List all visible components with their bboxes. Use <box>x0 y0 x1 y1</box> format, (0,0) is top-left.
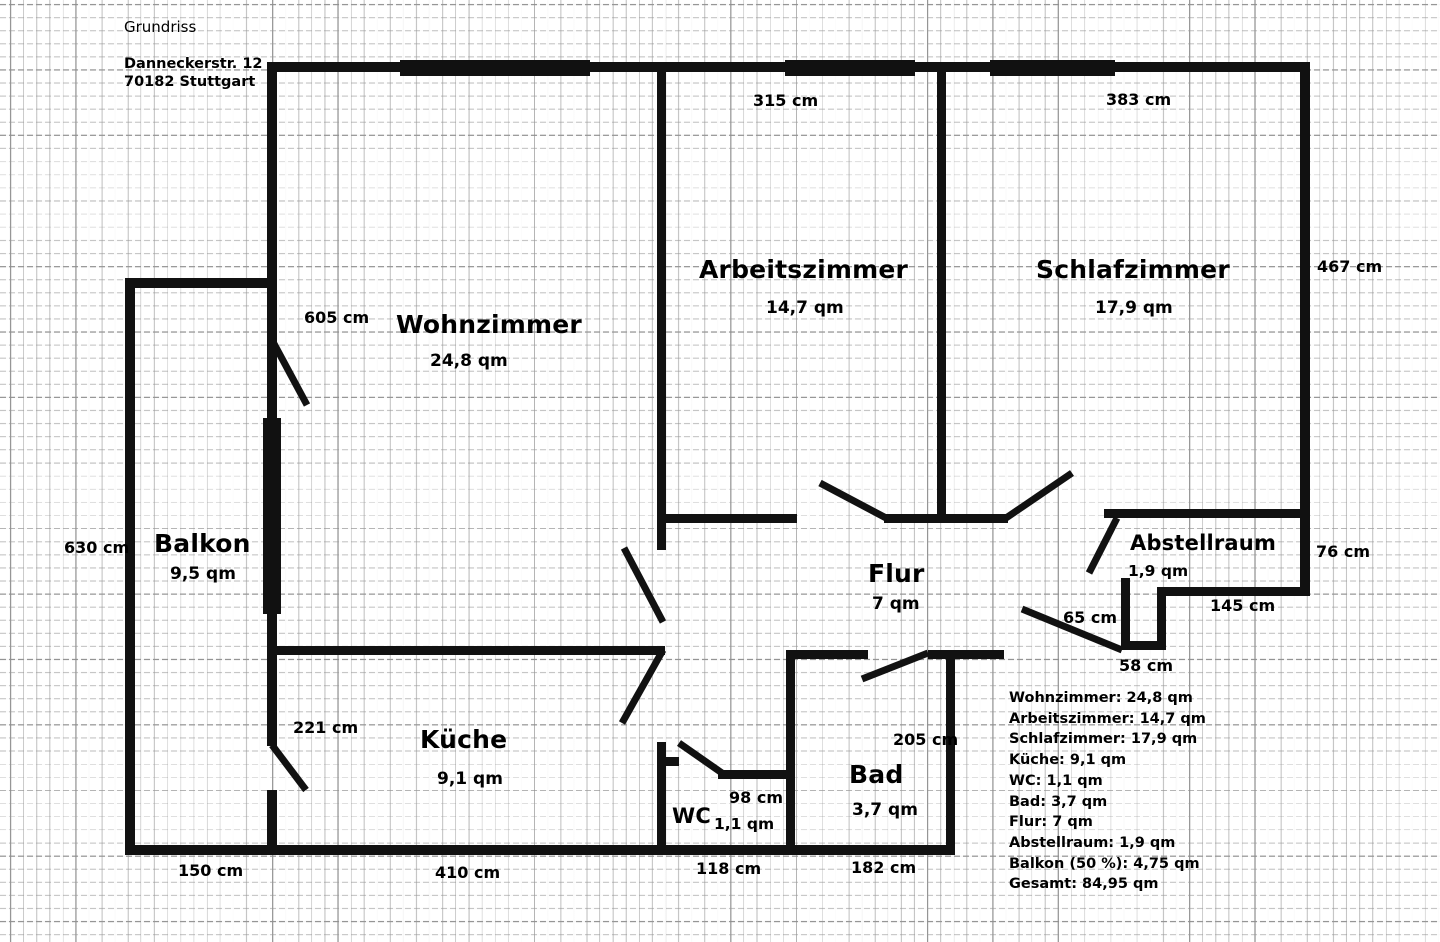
wall-kueche-left <box>267 646 277 746</box>
door-balkon <box>269 742 309 793</box>
legend-item: Arbeitszimmer: 14,7 qm <box>1009 710 1206 727</box>
legend-item: Gesamt: 84,95 qm <box>1009 876 1159 893</box>
room-label-flur: Flur <box>868 559 925 588</box>
dim-left-height: 630 cm <box>64 538 130 557</box>
legend-item: Küche: 9,1 qm <box>1009 752 1127 769</box>
dim-bottom-410: 410 cm <box>435 863 501 882</box>
wall-abstellraum-inner-vert2 <box>1157 587 1166 650</box>
door-wc <box>676 740 725 776</box>
room-area-arbeitszimmer: 14,7 qm <box>766 298 844 318</box>
room-label-schlafzimmer: Schlafzimmer <box>1036 255 1230 284</box>
room-area-kueche: 9,1 qm <box>437 769 503 789</box>
room-area-schlafzimmer: 17,9 qm <box>1095 298 1173 318</box>
wall-abstellraum-bottom <box>1166 587 1310 596</box>
windows-group <box>400 60 1115 76</box>
wall-arbeitszimmer-bottom-left <box>657 514 797 523</box>
dim-abstellraum-right: 76 cm <box>1316 542 1370 561</box>
area-summary-legend: Wohnzimmer: 24,8 qm Arbeitszimmer: 14,7 … <box>1009 688 1206 895</box>
legend-item: Bad: 3,7 qm <box>1009 793 1108 810</box>
door-kueche-upper <box>620 546 667 624</box>
dim-abstellraum-145: 145 cm <box>1210 596 1276 615</box>
wall-flur-bottom-left <box>786 650 868 659</box>
window-wohnzimmer <box>400 60 590 76</box>
wall-bottom-main <box>125 845 955 855</box>
window-schlafzimmer <box>990 60 1115 76</box>
door-wohnzimmer-entry <box>268 338 311 407</box>
wall-bad-right <box>946 650 955 845</box>
wall-bad-left <box>786 650 795 845</box>
room-label-balkon: Balkon <box>154 529 251 558</box>
wall-balkon-top <box>125 278 277 288</box>
dim-right-height: 467 cm <box>1317 257 1383 276</box>
dim-bottom-182: 182 cm <box>851 858 917 877</box>
room-label-wohnzimmer: Wohnzimmer <box>396 310 582 339</box>
wall-abstellraum-bottom-stub <box>1121 641 1166 650</box>
doors-group <box>268 338 1124 793</box>
room-area-flur: 7 qm <box>872 594 920 614</box>
dim-top-arbeitszimmer: 315 cm <box>753 91 819 110</box>
room-label-abstellraum: Abstellraum <box>1130 531 1277 555</box>
wall-abstellraum-inner-vert <box>1121 578 1130 650</box>
room-area-abstellraum: 1,9 qm <box>1128 562 1189 580</box>
room-area-bad: 3,7 qm <box>852 800 918 820</box>
wall-kueche-left-lower <box>267 790 277 845</box>
wall-flur-bottom-right <box>928 650 1004 659</box>
door-abstellraum <box>1085 516 1121 575</box>
legend-item: Flur: 7 qm <box>1009 814 1093 831</box>
dim-wohnzimmer-width: 605 cm <box>304 308 370 327</box>
door-flur-abstell <box>1020 605 1124 654</box>
room-area-wohnzimmer: 24,8 qm <box>430 351 508 371</box>
door-kueche-lower <box>618 648 667 725</box>
room-label-wc: WC <box>672 804 711 828</box>
wall-right-abstellraum <box>1300 514 1310 596</box>
wall-abstellraum-top <box>1104 509 1310 518</box>
wall-wc-left <box>657 742 666 845</box>
address-line-2: 70182 Stuttgart <box>124 74 256 90</box>
dim-wc-98: 98 cm <box>729 788 783 807</box>
page-title: Grundriss <box>124 18 197 36</box>
door-bad <box>860 649 930 683</box>
legend-item: Schlafzimmer: 17,9 qm <box>1009 731 1198 748</box>
wall-schlafzimmer-left <box>937 62 946 523</box>
window-arbeitszimmer <box>785 60 915 76</box>
wall-balkon-left <box>125 278 135 845</box>
wall-kueche-top <box>267 646 665 655</box>
wall-balkon-right-lower <box>267 614 277 646</box>
room-area-wc: 1,1 qm <box>714 815 775 833</box>
legend-item: Balkon (50 %): 4,75 qm <box>1009 855 1200 872</box>
wall-wc-left-stub <box>657 757 679 766</box>
dim-top-schlafzimmer: 383 cm <box>1106 90 1172 109</box>
window-balkon <box>263 418 281 614</box>
wall-wohnzimmer-right <box>657 62 666 520</box>
legend-item: Abstellraum: 1,9 qm <box>1009 834 1176 851</box>
door-arbeitszimmer <box>818 479 890 523</box>
dim-bottom-118: 118 cm <box>696 859 762 878</box>
dim-balkon-door: 221 cm <box>293 718 359 737</box>
room-area-balkon: 9,5 qm <box>170 564 236 584</box>
room-label-arbeitszimmer: Arbeitszimmer <box>699 255 909 284</box>
legend-item: WC: 1,1 qm <box>1009 772 1103 789</box>
wall-schlafzimmer-bottom-left <box>946 514 1008 523</box>
wall-arbeitszimmer-bottom-right <box>884 514 946 523</box>
dim-bad-205: 205 cm <box>893 730 959 749</box>
dim-abstellraum-58: 58 cm <box>1119 656 1173 675</box>
door-schlafzimmer <box>1004 470 1074 521</box>
wall-wc-top-right <box>718 770 786 779</box>
dim-bottom-150: 150 cm <box>178 861 244 880</box>
room-label-kueche: Küche <box>420 725 508 754</box>
dim-abstellraum-65: 65 cm <box>1063 608 1117 627</box>
wall-right-upper <box>1300 62 1310 514</box>
address-line-1: Danneckerstr. 12 <box>124 56 263 72</box>
wall-balkon-right-upper <box>267 278 277 418</box>
legend-item: Wohnzimmer: 24,8 qm <box>1009 690 1193 706</box>
wall-wohnzimmer-left <box>267 62 277 282</box>
room-label-bad: Bad <box>849 760 904 789</box>
wall-wohnzimmer-bottom-vert-upper <box>657 520 666 550</box>
